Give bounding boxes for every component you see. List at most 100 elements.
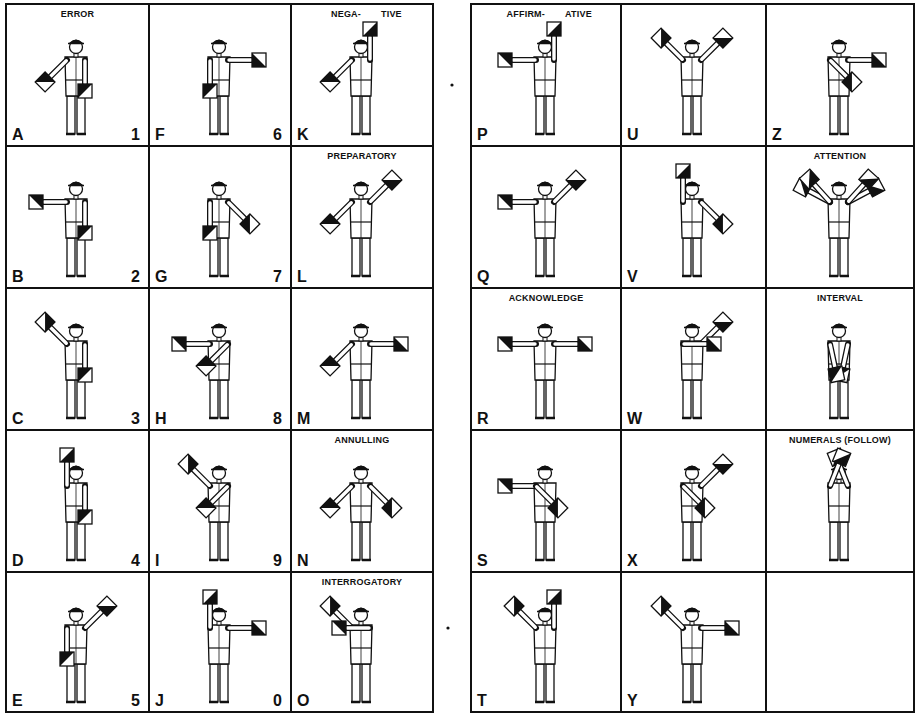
signal-meaning: ATTENTION <box>767 151 913 162</box>
signalman-figure <box>823 324 855 419</box>
signal-meaning: INTERVAL <box>767 293 913 304</box>
signalman-figure <box>60 596 117 702</box>
signal-cell: U <box>620 3 767 147</box>
signalman-figure <box>681 312 733 418</box>
signalman-figure <box>29 182 92 277</box>
numeral-label: 8 <box>273 410 282 428</box>
letter-label: L <box>297 268 307 286</box>
signal-cell: INTERVAL <box>765 287 915 431</box>
signalman-figure <box>651 28 733 134</box>
letter-label: D <box>12 552 24 570</box>
numeral-label: 3 <box>131 410 140 428</box>
signalman-figure <box>824 448 855 560</box>
signal-cell: ACKNOWLEDGE R <box>470 287 622 431</box>
signalman-figure <box>498 324 592 419</box>
signal-meaning: NEGA- <box>331 9 361 20</box>
signalman-figure <box>35 312 92 418</box>
signal-meaning: ACKNOWLEDGE <box>472 293 620 304</box>
letter-label: E <box>12 692 23 710</box>
signalman-figure <box>320 22 377 134</box>
signal-cell: W <box>620 287 767 431</box>
letter-label: N <box>297 552 309 570</box>
signal-cell: G7 <box>148 145 292 289</box>
numeral-label: 7 <box>273 268 282 286</box>
letter-label: Q <box>477 268 489 286</box>
signal-cell: X <box>620 429 767 573</box>
signalman-figure <box>676 164 733 276</box>
letter-label: J <box>155 692 164 710</box>
numeral-label: 0 <box>273 692 282 710</box>
signal-cell: T <box>470 571 622 713</box>
signal-cell: ATTENTION <box>765 145 915 289</box>
signalman-figure <box>203 40 266 135</box>
signal-meaning: TIVE <box>381 9 402 20</box>
signal-meaning: ANNULLING <box>292 435 432 446</box>
signalman-figure <box>651 596 739 702</box>
signal-meaning: NUMERALS (FOLLOW) <box>767 435 913 446</box>
signal-meaning: ERROR <box>7 9 148 20</box>
letter-label: M <box>297 410 310 428</box>
signal-cell: J0 <box>148 571 292 713</box>
signal-cell: INTERROGATORY O <box>290 571 434 713</box>
letter-label: W <box>627 410 642 428</box>
signalman-figure <box>793 169 885 276</box>
letter-label: C <box>12 410 24 428</box>
letter-label: B <box>12 268 24 286</box>
numeral-label: 6 <box>273 126 282 144</box>
letter-label: P <box>477 126 488 144</box>
signalman-figure <box>35 40 92 135</box>
dot <box>446 626 449 629</box>
signal-cell: AFFIRM- ATIVE P <box>470 3 622 147</box>
letter-label: X <box>627 552 638 570</box>
signal-cell: B2 <box>5 145 150 289</box>
signalman-figure <box>498 170 586 276</box>
signal-cell: D4 <box>5 429 150 573</box>
signalman-figure <box>498 22 561 134</box>
numeral-label: 9 <box>273 552 282 570</box>
signalman-figure <box>825 40 886 135</box>
letter-label: K <box>297 126 309 144</box>
signalman-figure <box>504 590 561 702</box>
signal-meaning: PREPARATORY <box>292 151 432 162</box>
signalman-figure <box>320 596 372 702</box>
signal-meaning: INTERROGATORY <box>292 577 432 588</box>
letter-label: U <box>627 126 639 144</box>
letter-label: F <box>155 126 165 144</box>
signal-cell: NUMERALS (FOLLOW) <box>765 429 915 573</box>
signalman-figure <box>60 448 92 560</box>
empty-cell <box>766 572 914 712</box>
signal-cell: NEGA- TIVE K <box>290 3 434 147</box>
letter-label: I <box>155 552 159 570</box>
signal-cell: Z <box>765 3 915 147</box>
letter-label: A <box>12 126 24 144</box>
letter-label: Z <box>772 126 782 144</box>
signal-meaning: ATIVE <box>565 9 592 20</box>
numeral-label: 5 <box>131 692 140 710</box>
letter-label: R <box>477 410 489 428</box>
letter-label: Y <box>627 692 638 710</box>
letter-label: G <box>155 268 167 286</box>
signal-cell: ERRORA1 <box>5 3 150 147</box>
letter-label: O <box>297 692 309 710</box>
signalman-figure <box>320 466 402 561</box>
numeral-label: 4 <box>131 552 140 570</box>
signal-cell: C3 <box>5 287 150 431</box>
signal-cell: ANNULLING N <box>290 429 434 573</box>
signalman-figure <box>203 182 260 277</box>
letter-label: T <box>477 692 487 710</box>
signal-cell: Y <box>620 571 767 713</box>
signal-cell: M <box>290 287 434 431</box>
signal-cell: F6 <box>148 3 292 147</box>
signal-cell: S <box>470 429 622 573</box>
signalman-figure <box>320 324 408 419</box>
signal-cell: H8 <box>148 287 292 431</box>
signal-meaning: AFFIRM- <box>507 9 545 20</box>
signalman-figure <box>678 454 733 560</box>
signalman-figure <box>178 454 233 560</box>
signal-cell: E5 <box>5 571 150 713</box>
signal-cell: V <box>620 145 767 289</box>
signal-cell: I9 <box>148 429 292 573</box>
dot <box>450 83 453 86</box>
